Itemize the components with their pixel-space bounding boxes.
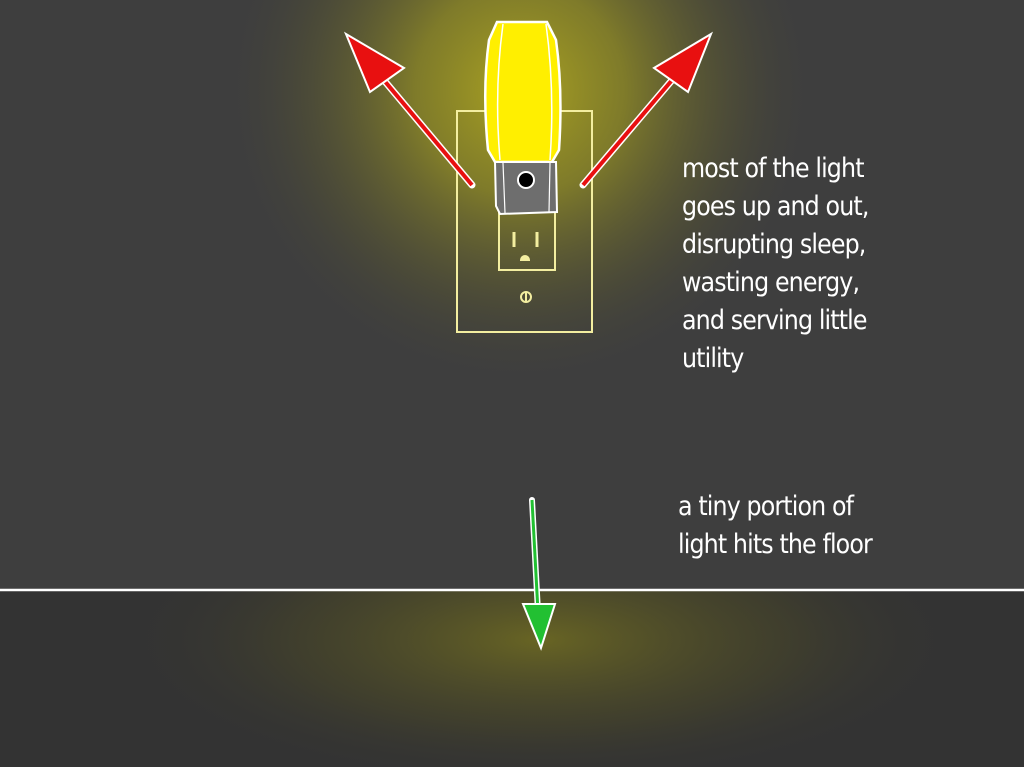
annotation-line: most of the light — [682, 153, 865, 184]
annotation-line: a tiny portion of — [678, 491, 854, 522]
annotation-line: and serving little — [682, 305, 867, 336]
floor-light-arrow — [521, 497, 557, 651]
upward-light-annotation: most of the light goes up and out, disru… — [682, 150, 869, 378]
bulb-shade — [483, 20, 562, 164]
light-sensor-icon — [517, 171, 535, 189]
annotation-line: disrupting sleep, — [682, 229, 866, 260]
annotation-line: goes up and out, — [682, 191, 869, 222]
annotation-line: utility — [682, 343, 744, 374]
floor-light-annotation: a tiny portion of light hits the floor — [678, 488, 873, 564]
nightlight — [483, 20, 562, 216]
floor-light-pool — [0, 590, 1024, 767]
wasted-light-arrow-right — [579, 31, 714, 189]
wasted-light-arrow-left — [343, 31, 476, 189]
annotation-line: wasting energy, — [682, 267, 860, 298]
annotation-line: light hits the floor — [678, 529, 873, 560]
